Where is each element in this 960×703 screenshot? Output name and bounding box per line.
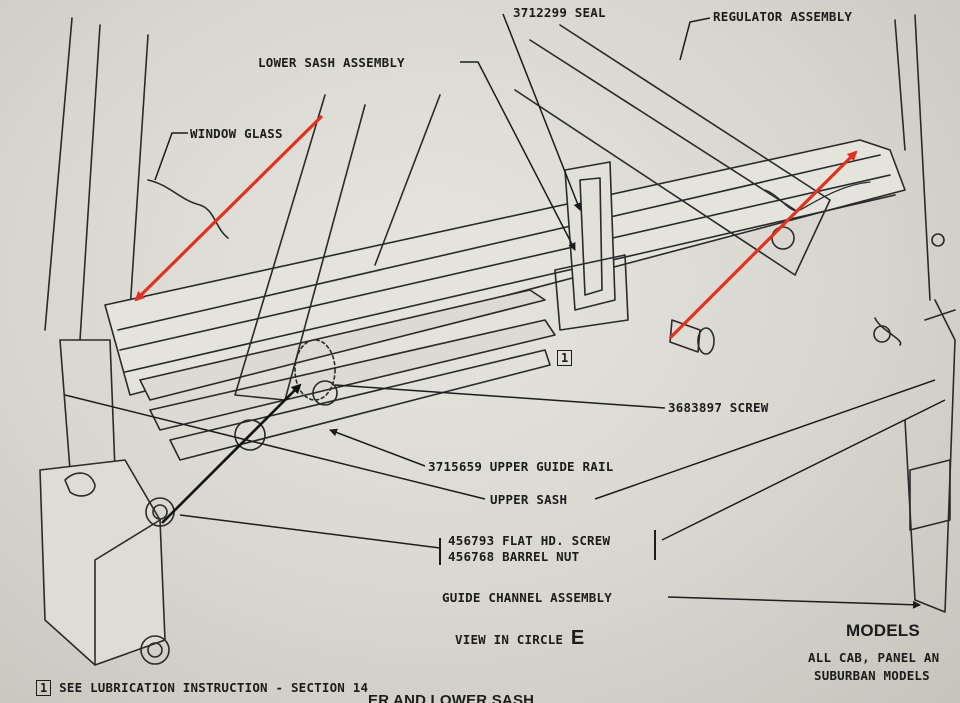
- red-arrow-left: [134, 114, 324, 302]
- red-arrow-right: [668, 150, 858, 340]
- upper-sash-label: UPPER SASH: [490, 492, 568, 507]
- models-heading: MODELS: [846, 621, 920, 640]
- barrel-nut-label: 456768 BARREL NUT: [448, 549, 580, 564]
- lubrication-box-number: 1: [36, 680, 52, 696]
- lubrication-note: 1 SEE LUBRICATION INSTRUCTION - SECTION …: [36, 680, 368, 696]
- regulator-label: REGULATOR ASSEMBLY: [713, 9, 853, 24]
- bottom-partial-caption: ER AND LOWER SASH: [368, 692, 535, 703]
- screw-label: 3683897 SCREW: [668, 400, 769, 415]
- models-line-2: SUBURBAN MODELS: [814, 668, 930, 683]
- view-label: VIEW IN CIRCLE: [455, 632, 564, 647]
- flat-hd-screw-label: 456793 FLAT HD. SCREW: [448, 533, 611, 548]
- window-glass-label: WINDOW GLASS: [190, 126, 283, 141]
- upper-guide-rail-label: 3715659 UPPER GUIDE RAIL: [428, 459, 614, 474]
- lower-sash-label: LOWER SASH ASSEMBLY: [258, 55, 405, 70]
- view-letter: E: [570, 627, 585, 649]
- guide-channel-label: GUIDE CHANNEL ASSEMBLY: [442, 590, 612, 605]
- detail-box: 1: [557, 350, 573, 366]
- black-arrow: [161, 383, 302, 524]
- models-line-1: ALL CAB, PANEL AN: [808, 650, 940, 665]
- lubrication-text: SEE LUBRICATION INSTRUCTION - SECTION 14: [59, 680, 369, 695]
- detail-box-number: 1: [557, 350, 573, 366]
- seal-label: 3712299 SEAL: [513, 5, 606, 20]
- view-in-circle: VIEW IN CIRCLE E: [455, 627, 584, 650]
